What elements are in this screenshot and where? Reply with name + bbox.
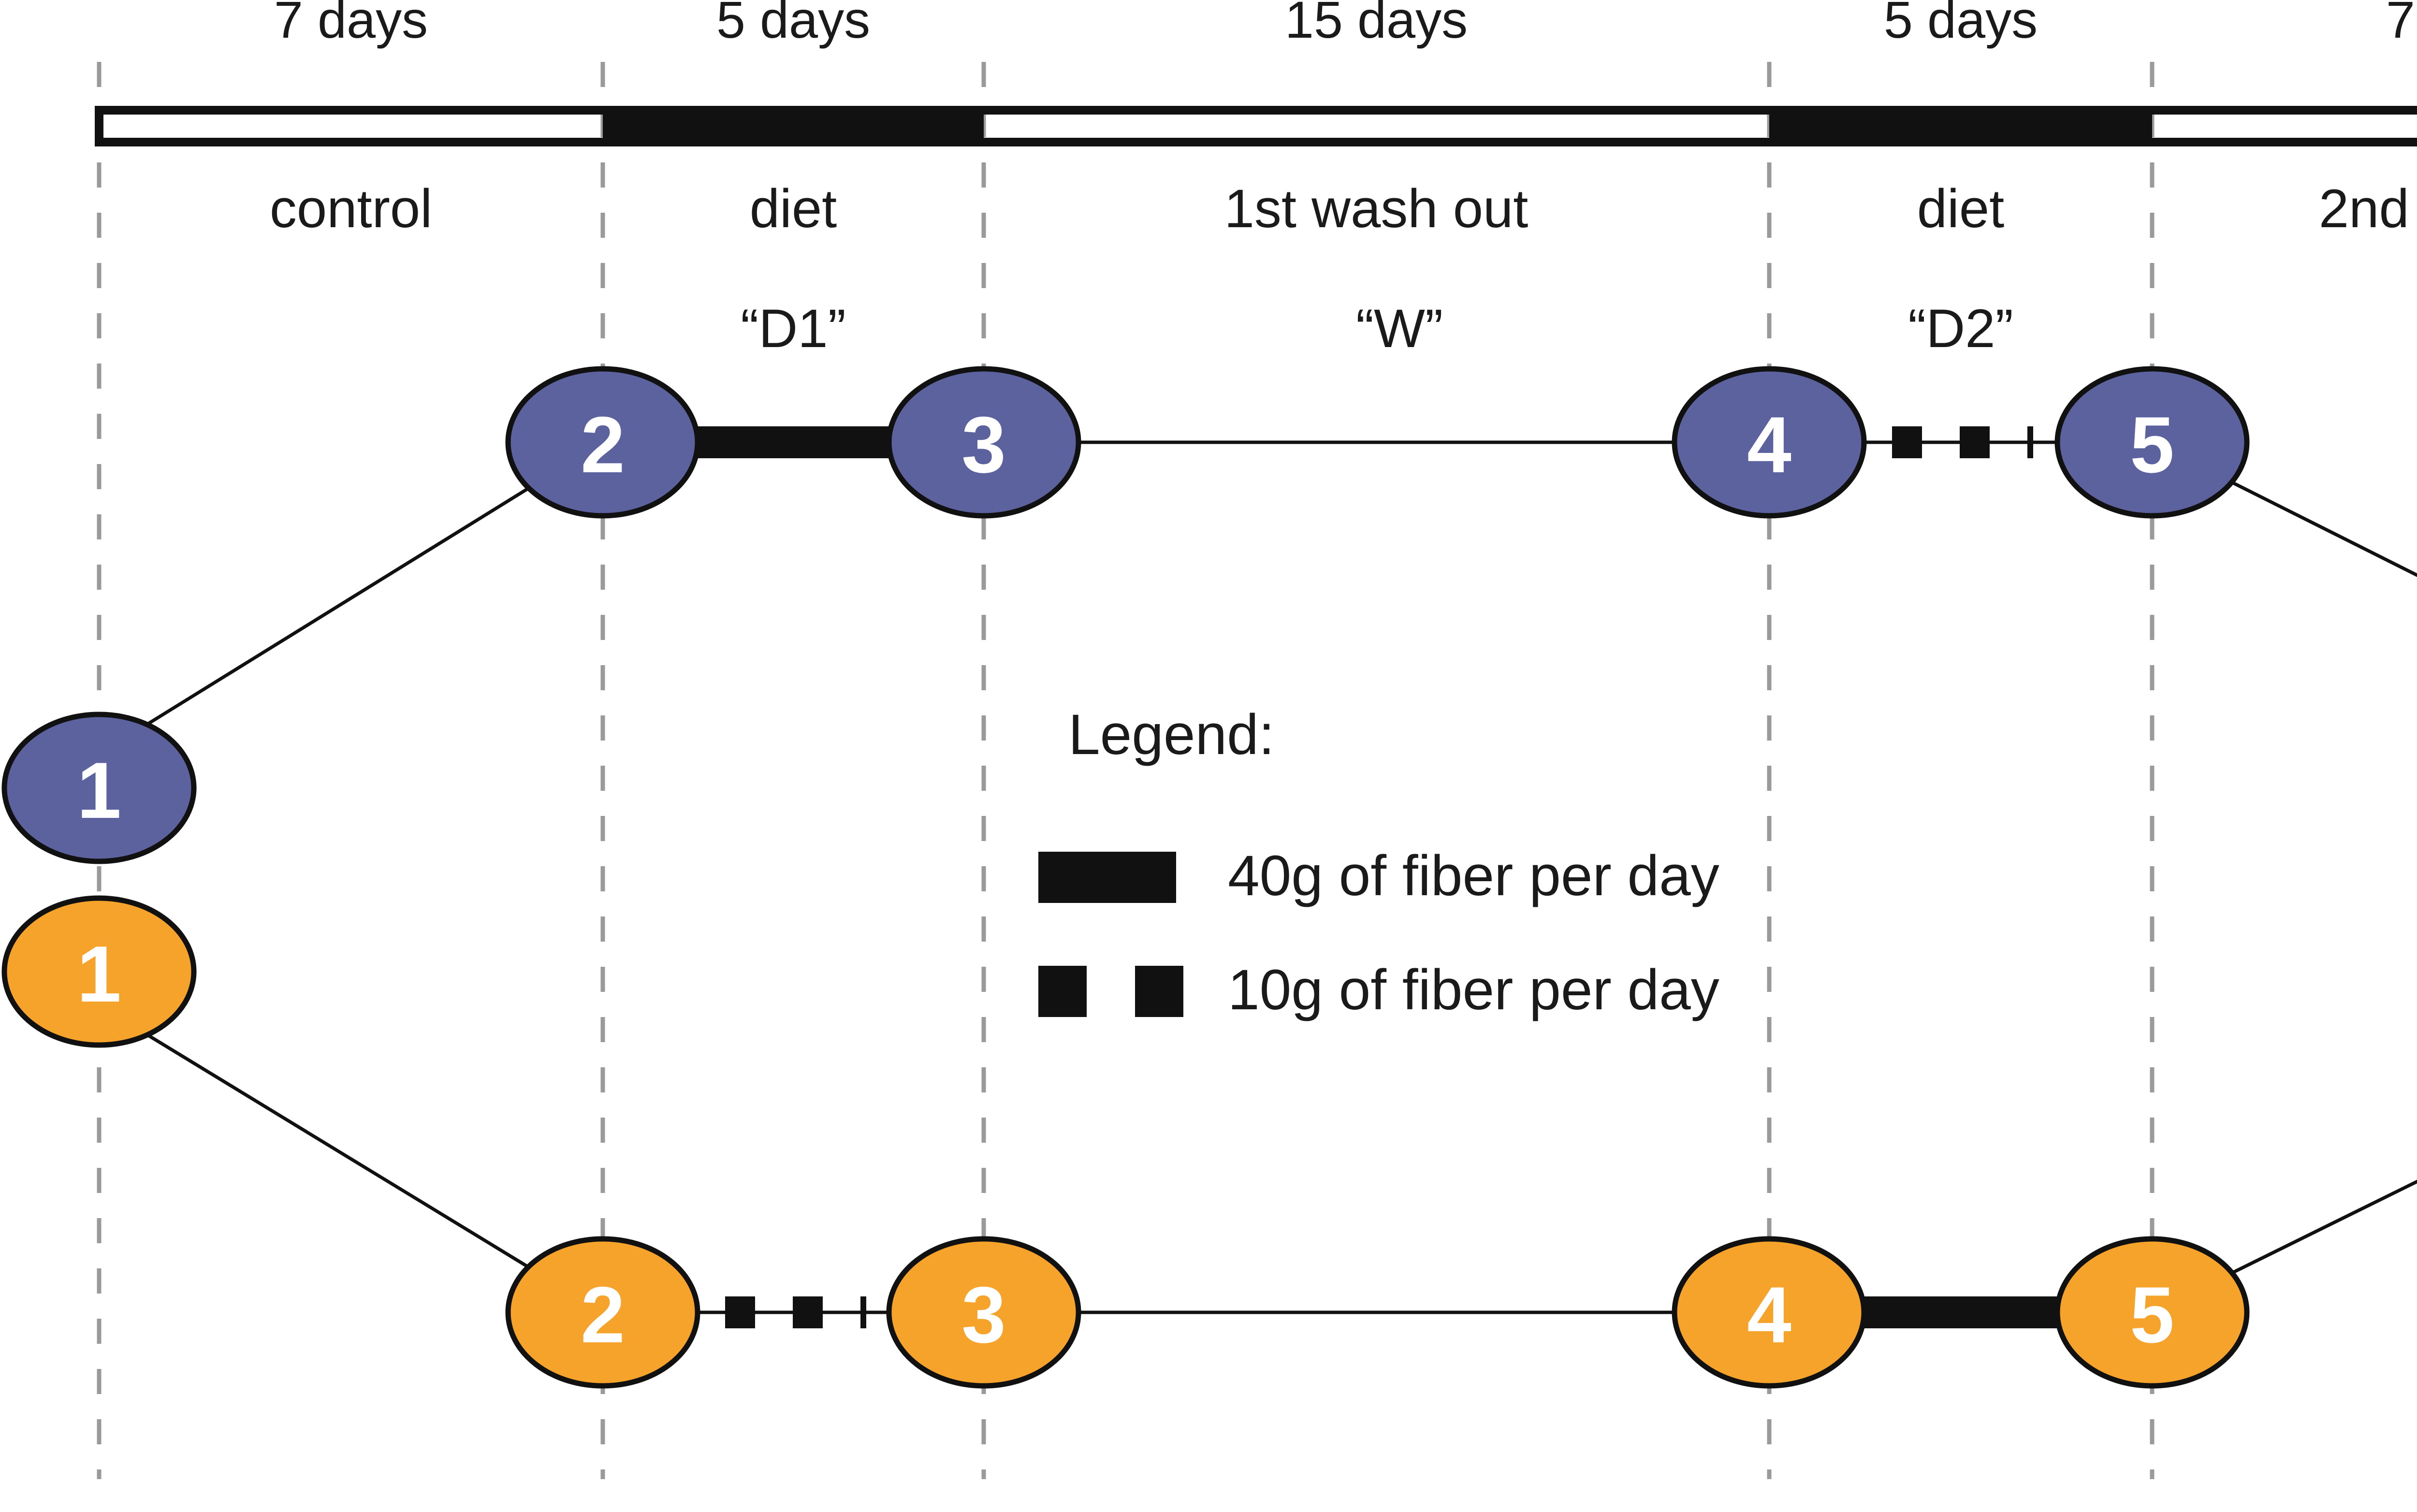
node-circle (1672, 366, 1867, 519)
node-label: 5 (2130, 400, 2174, 489)
legend-swatch-dashed-bar-part-2 (1135, 966, 1183, 1017)
phase-boundary-gridlines (97, 62, 2155, 1479)
legend: Legend: 40g of fiber per day 10g of fibe… (1038, 703, 1719, 1022)
arm-blue-node-2[interactable]: 2 (505, 366, 700, 519)
phase-name-washout-2: 2nd wash out (2319, 178, 2417, 239)
period-code-d2: “D2” (1908, 298, 2013, 359)
node-circle (2054, 1236, 2250, 1389)
arm-blue: 1 2 3 4 5 6 (1, 366, 2417, 864)
phase-name-washout-1: 1st wash out (1224, 178, 1529, 239)
arm-blue-node-4[interactable]: 4 (1672, 366, 1867, 519)
phase-days-diet-1: 5 days (716, 0, 870, 49)
phase-days-washout-1: 15 days (1285, 0, 1468, 49)
phase-name-row: control diet 1st wash out diet 2nd wash … (270, 178, 2417, 239)
node-circle (886, 366, 1081, 519)
node-circle (1672, 1236, 1867, 1389)
arm-orange-node-5[interactable]: 5 (2054, 1236, 2250, 1389)
phase-days-diet-2: 5 days (1884, 0, 2038, 49)
legend-swatch-solid-bar (1038, 852, 1176, 903)
arm-blue-node-5[interactable]: 5 (2054, 366, 2250, 519)
arm-blue-edge-5-6 (2151, 440, 2417, 577)
period-code-row: “D1” “W” “D2” (741, 298, 2013, 359)
arm-blue-node-1[interactable]: 1 (1, 712, 197, 864)
node-label: 3 (961, 1270, 1006, 1359)
arm-orange-node-2[interactable]: 2 (505, 1236, 700, 1389)
arm-orange-node-4[interactable]: 4 (1672, 1236, 1867, 1389)
arm-blue-node-3[interactable]: 3 (886, 366, 1081, 519)
phase-name-control: control (270, 178, 432, 239)
arm-blue-edge-1-2 (98, 441, 604, 756)
arm-orange-node-1[interactable]: 1 (1, 895, 197, 1048)
phase-days-washout-2: 7 days (2386, 0, 2417, 49)
arm-orange-edge-1-2 (98, 1004, 604, 1314)
timeline-segment-diet-2 (1769, 110, 2152, 142)
legend-entry-fiber-10: 10g of fiber per day (1038, 958, 1719, 1022)
phase-name-diet-2: diet (1917, 178, 2005, 239)
node-label: 1 (77, 930, 121, 1018)
arm-orange-node-3[interactable]: 3 (886, 1236, 1081, 1389)
legend-label-fiber-10: 10g of fiber per day (1228, 958, 1719, 1022)
timeline-segment-diet-1 (603, 110, 984, 142)
node-circle (1, 895, 197, 1048)
node-label: 4 (1747, 1270, 1791, 1359)
node-label: 5 (2130, 1270, 2174, 1359)
node-circle (1, 712, 197, 864)
node-circle (505, 1236, 700, 1389)
arm-orange-edge-5-6 (2151, 1179, 2417, 1314)
node-circle (505, 366, 700, 519)
node-label: 3 (961, 400, 1006, 489)
legend-swatch-dashed-bar-part-1 (1038, 966, 1087, 1017)
node-label: 2 (581, 400, 625, 489)
period-code-d1: “D1” (741, 298, 846, 359)
period-code-w: “W” (1356, 298, 1443, 359)
node-circle (2054, 366, 2250, 519)
legend-entry-fiber-40: 40g of fiber per day (1038, 844, 1719, 908)
timeline-bar (95, 106, 2417, 146)
node-label: 4 (1747, 400, 1791, 489)
node-circle (886, 1236, 1081, 1389)
legend-title: Legend: (1068, 703, 1275, 767)
phase-name-diet-1: diet (750, 178, 837, 239)
node-label: 2 (581, 1270, 625, 1359)
legend-label-fiber-40: 40g of fiber per day (1228, 844, 1719, 908)
arm-orange: 1 2 3 4 5 6 (1, 895, 2417, 1389)
phase-days-control: 7 days (274, 0, 428, 49)
phase-duration-row: 7 days 5 days 15 days 5 days 7 days (274, 0, 2417, 49)
timeline-outline (95, 106, 2417, 146)
node-label: 1 (77, 746, 121, 835)
